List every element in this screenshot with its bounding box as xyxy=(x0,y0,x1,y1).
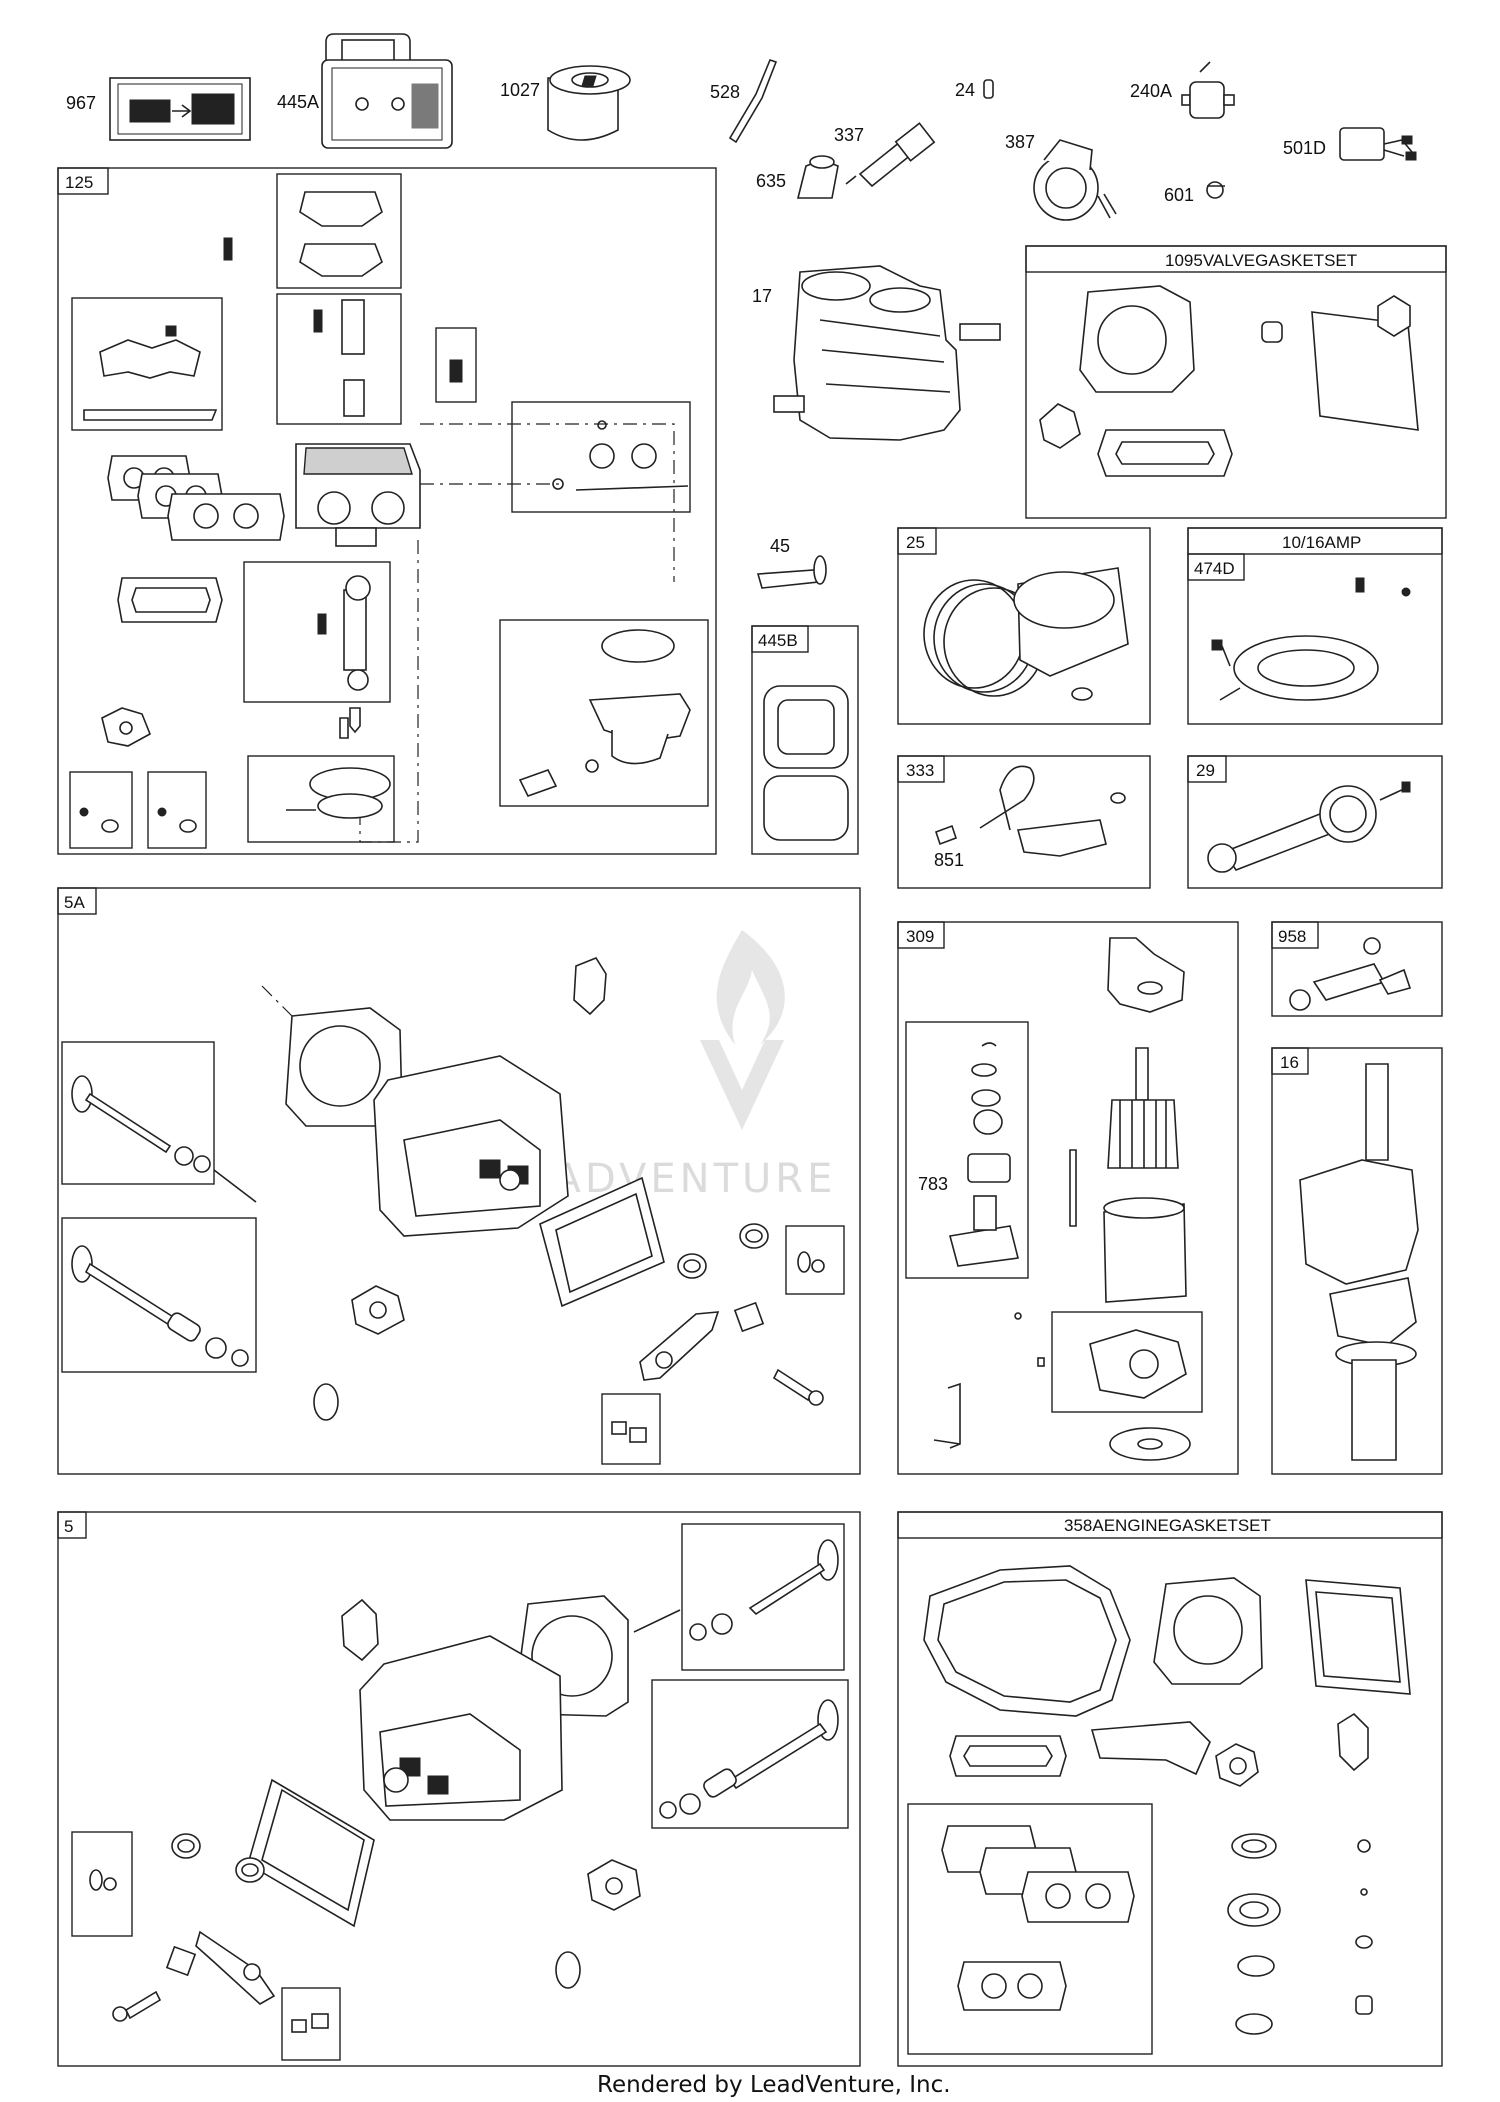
panel-309-starter: 309 783 xyxy=(897,921,1239,1475)
panel-333-ignition: 333 851 xyxy=(897,755,1151,889)
panel-445B-filter: 445B xyxy=(751,625,859,855)
callout-528: 528 xyxy=(710,82,740,102)
part-501D-regulator: 501D xyxy=(1283,127,1417,161)
part-24-pin: 24 xyxy=(955,79,994,100)
panel-358A-engine-gasket-set: 358AENGINEGASKETSET xyxy=(897,1511,1443,2067)
callout-851: 851 xyxy=(934,850,964,870)
callout-635: 635 xyxy=(756,171,786,191)
callout-783: 783 xyxy=(918,1174,948,1194)
callout-474D: 474D xyxy=(1194,559,1235,578)
panel-333-title: 333 xyxy=(906,761,934,780)
panel-16-crankshaft: 16 xyxy=(1271,1047,1443,1475)
panel-5-title: 5 xyxy=(64,1517,73,1536)
panel-958-title: 958 xyxy=(1278,927,1306,946)
panel-309-title: 309 xyxy=(906,927,934,946)
callout-1027: 1027 xyxy=(500,80,540,100)
callout-24: 24 xyxy=(955,80,975,100)
panel-16-title: 16 xyxy=(1280,1053,1299,1072)
part-387-fuel-pump: 387 xyxy=(1005,132,1117,221)
panel-25-piston: 25 xyxy=(897,527,1151,725)
panel-5A-title: 5A xyxy=(64,893,85,912)
callout-17: 17 xyxy=(752,286,772,306)
part-445A-filter-cover: 445A xyxy=(277,33,453,149)
panel-5-cylinder-head: 5 xyxy=(57,1511,861,2067)
panel-958-fuel-valve: 958 xyxy=(1271,921,1443,1017)
callout-501D: 501D xyxy=(1283,138,1326,158)
panel-445B-title: 445B xyxy=(758,631,798,650)
callout-445A: 445A xyxy=(277,92,319,112)
callout-601: 601 xyxy=(1164,185,1194,205)
panel-125-carburetor: 125 xyxy=(57,167,717,855)
part-17-crankcase: 17 xyxy=(752,265,1001,441)
panel-5A-cylinder-head: 5A xyxy=(57,887,861,1475)
part-528-hose: 528 xyxy=(710,59,778,144)
part-337-spark-plug: 337 xyxy=(834,122,936,188)
callout-240A: 240A xyxy=(1130,81,1172,101)
callout-45: 45 xyxy=(770,536,790,556)
panel-125-title: 125 xyxy=(65,173,93,192)
panel-amp-title: 10/16AMP xyxy=(1282,533,1361,552)
panel-29-title: 29 xyxy=(1196,761,1215,780)
callout-967: 967 xyxy=(66,93,96,113)
panel-358A-title: 358AENGINEGASKETSET xyxy=(1064,1516,1271,1535)
part-967-air-filter: 967 xyxy=(66,77,251,141)
callout-337: 337 xyxy=(834,125,864,145)
part-635-breather: 635 xyxy=(756,155,839,199)
panel-29-connecting-rod: 29 xyxy=(1187,755,1443,889)
panel-1095-title: 1095VALVEGASKETSET xyxy=(1165,251,1357,270)
part-240A-fuel-filter: 240A xyxy=(1130,61,1235,119)
footer-credit: Rendered by LeadVenture, Inc. xyxy=(597,2072,951,2098)
part-601-clamp: 601 xyxy=(1164,181,1225,205)
panel-25-title: 25 xyxy=(906,533,925,552)
part-45-pushrod: 45 xyxy=(756,536,827,589)
callout-387: 387 xyxy=(1005,132,1035,152)
panel-1095-valve-gasket-set: 1095VALVEGASKETSET xyxy=(1025,245,1447,519)
panel-474D-stator: 10/16AMP 474D xyxy=(1187,527,1443,725)
part-1027-oil-filter: 1027 xyxy=(500,65,631,141)
